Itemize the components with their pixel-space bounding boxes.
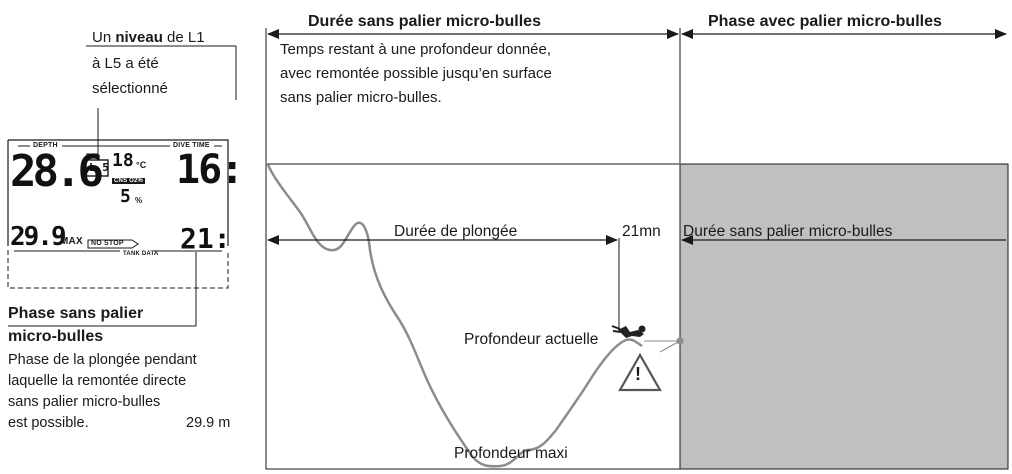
depth-value: 28.6 [10,146,104,197]
nostop-time-value: 21: [180,222,231,255]
nostop-desc-4: est possible. [8,415,89,431]
nostop-desc-1: Phase de la plongée pendant [8,352,197,368]
cns-value: 5 [120,186,131,207]
tank-data-label: TANK DATA [123,251,159,257]
no-stop-desc-3: sans palier micro-bulles. [280,89,442,106]
max-depth-label: Profondeur maxi [454,445,568,462]
level-callout-line2: à L5 a été [92,55,159,72]
dive-time-header: DIVE TIME [173,142,210,149]
max-depth-display: 29.9 [10,222,67,252]
nostop-desc-3: sans palier micro-bulles [8,394,161,410]
nostop-desc-2: laquelle la remontée directe [8,373,187,389]
no-stop-desc-2: avec remontée possible jusqu’en surface [280,65,552,82]
temperature-value: 18 [112,150,134,171]
dive-time-value: 16: [176,147,244,193]
deco-phase-title: Phase avec palier micro-bulles [708,13,942,30]
deco-phase-area [680,164,1008,469]
level-badge-box [85,159,109,177]
dive-time-label: Durée de plongée [394,223,518,240]
warning-exclamation: ! [635,364,641,384]
nostop-phase-title-2: micro-bulles [8,328,104,345]
no-stop-desc-1: Temps restant à une profondeur donnée, [280,41,552,58]
depth-label: DEPTH [33,142,58,149]
cns-unit: % [135,196,143,205]
nostop-badge-frame [87,239,139,249]
level-callout-line1: Un niveau de L1 [92,29,205,46]
display-frame-tank [7,250,229,289]
nostop-phase-title: Phase sans palier [8,305,144,322]
diver-icon [611,325,646,338]
display-frame [8,139,229,246]
dive-profile-line [266,164,643,468]
max-depth-value: 29.9 m [186,415,231,431]
current-depth-label: Profondeur actuelle [464,331,599,348]
remaining-time-label: Durée sans palier micro-bulles [683,223,893,240]
warning-triangle [618,352,662,392]
remaining-time-value: 21mn [622,223,661,240]
diagram-frame [265,163,1009,470]
warning-link [659,340,681,353]
max-label: MAX [60,236,83,247]
cns-label: CNS O2% [112,178,146,184]
no-stop-duration-title: Durée sans palier micro-bulles [308,13,541,30]
nostop-badge: NO STOP [91,240,124,247]
level-badge: L 5 [89,161,109,174]
temperature-unit: °C [136,160,147,170]
level-callout-line3: sélectionné [92,80,168,97]
